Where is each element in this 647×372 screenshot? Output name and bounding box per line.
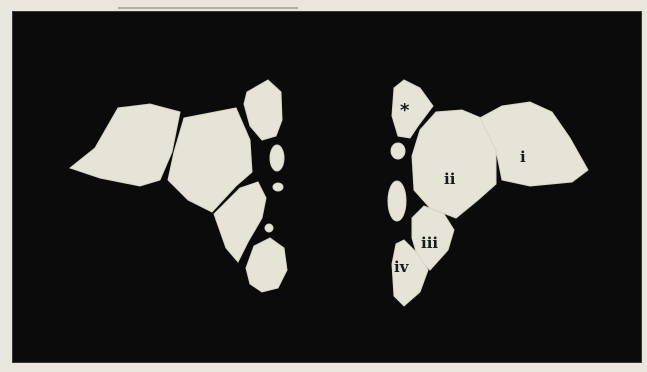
left-group <box>70 80 287 292</box>
label-ii: ii <box>444 170 456 188</box>
left-bone-bottom <box>246 238 287 292</box>
left-small-dot-2 <box>265 224 273 232</box>
label-i: i <box>520 148 526 166</box>
right-small-oval-2 <box>388 181 406 221</box>
left-small-oval-1 <box>270 145 284 171</box>
right-group <box>388 80 588 306</box>
left-bone-top-right <box>244 80 282 140</box>
label-iv: iv <box>394 258 410 276</box>
label-star: * <box>400 100 410 121</box>
right-small-oval-1 <box>391 143 405 159</box>
label-iii: iii <box>421 234 438 252</box>
right-bone-ii <box>412 110 496 218</box>
left-bone-outer <box>70 104 180 186</box>
left-small-dot-1 <box>273 183 283 191</box>
